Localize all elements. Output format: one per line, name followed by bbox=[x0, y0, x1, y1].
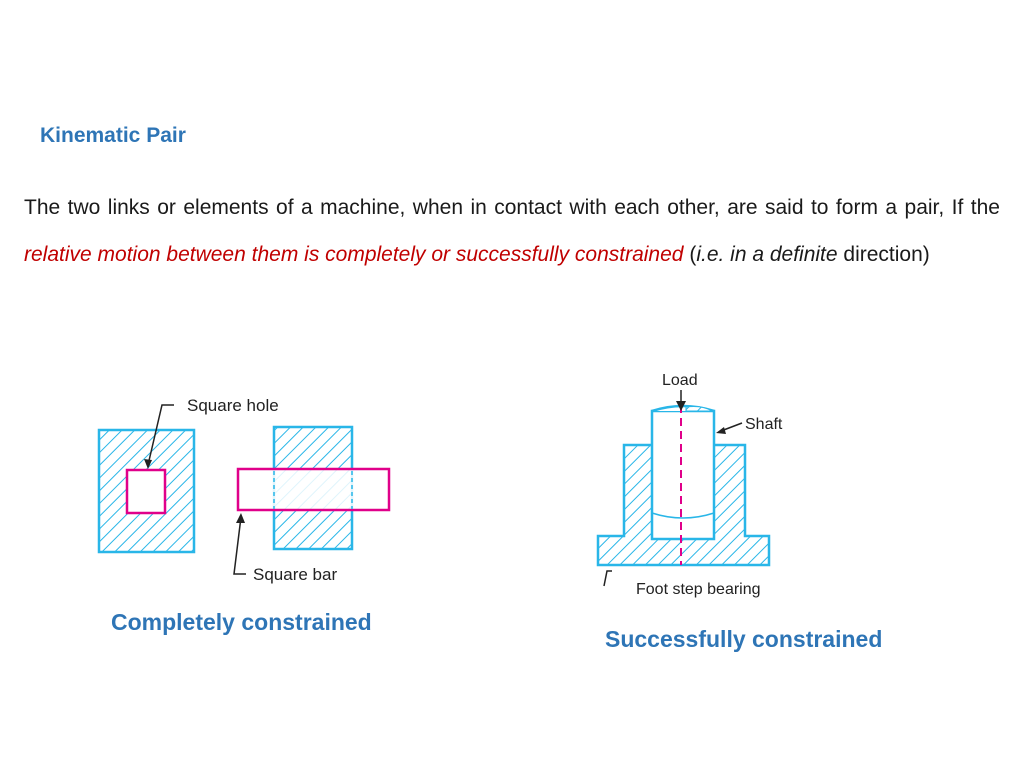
shaft-label: Shaft bbox=[745, 416, 783, 433]
right-caption: Successfully constrained bbox=[605, 626, 883, 652]
square-hole-label: Square hole bbox=[187, 396, 279, 415]
square-bar bbox=[236, 467, 391, 512]
foot-step-leader bbox=[603, 570, 612, 587]
square-hole-leader bbox=[147, 404, 174, 466]
paragraph-text-1: The two links or elements of a machine, … bbox=[24, 196, 1000, 219]
foot-step-label: Foot step bearing bbox=[636, 581, 761, 598]
paragraph-text-2: ( bbox=[683, 243, 697, 266]
shaft bbox=[650, 409, 716, 541]
paragraph-emphasis: relative motion between them is complete… bbox=[24, 243, 684, 266]
square-bar-leader bbox=[233, 516, 246, 575]
load-label: Load bbox=[662, 372, 698, 389]
definition-paragraph: The two links or elements of a machine, … bbox=[24, 184, 1000, 278]
square-hole bbox=[125, 468, 167, 515]
completely-constrained-diagram: Square hole Square bar bbox=[97, 396, 391, 584]
paragraph-text-3: direction) bbox=[837, 243, 930, 266]
square-bar-label: Square bar bbox=[253, 565, 337, 584]
paragraph-italic: i.e. in a definite bbox=[696, 243, 838, 266]
left-caption: Completely constrained bbox=[111, 609, 372, 635]
successfully-constrained-diagram: Load Shaft Foot step bearing bbox=[596, 372, 783, 598]
section-heading: Kinematic Pair bbox=[40, 124, 186, 147]
